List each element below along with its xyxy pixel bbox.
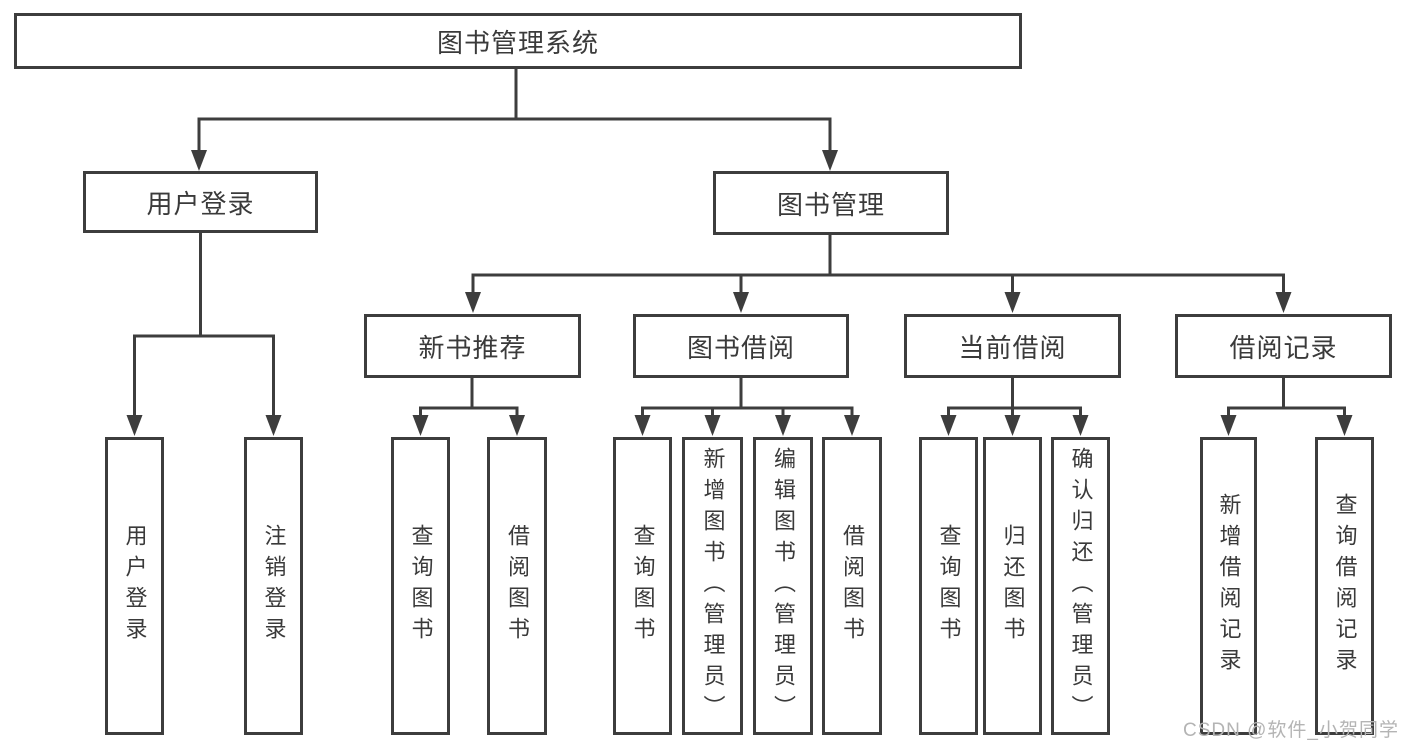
leaf-user-login-label: 用户登录 (122, 524, 148, 648)
node-new-book-recommendation: 新书推荐 (364, 314, 581, 378)
node-book-management-branch: 图书管理 (713, 171, 949, 235)
leaf-return-books: 归还图书 (983, 437, 1042, 735)
leaf-edit-books-admin: 编辑图书（管理员） (753, 437, 813, 735)
leaf-query-books-current: 查询图书 (919, 437, 978, 735)
leaf-query-books-current-label: 查询图书 (936, 524, 962, 648)
leaf-borrow-books-recommendation-label: 借阅图书 (505, 524, 530, 648)
leaf-user-login: 用户登录 (105, 437, 164, 735)
leaf-query-borrow-record-label: 查询借阅记录 (1332, 493, 1358, 679)
leaf-confirm-return-admin-label: 确认归还（管理员） (1068, 446, 1094, 726)
leaf-query-borrow-record: 查询借阅记录 (1315, 437, 1374, 735)
leaf-add-borrow-record: 新增借阅记录 (1200, 437, 1257, 735)
leaf-add-books-admin: 新增图书（管理员） (682, 437, 743, 735)
leaf-borrow-books-recommendation: 借阅图书 (487, 437, 547, 735)
node-library-system: 图书管理系统 (14, 13, 1022, 69)
node-current-borrowing: 当前借阅 (904, 314, 1121, 378)
leaf-borrow-books-borrowing: 借阅图书 (822, 437, 882, 735)
leaf-logout: 注销登录 (244, 437, 303, 735)
watermark-text: CSDN @软件_小贺同学 (1183, 720, 1399, 741)
leaf-logout-label: 注销登录 (261, 524, 287, 648)
leaf-add-books-admin-label: 新增图书（管理员） (700, 446, 726, 726)
node-user-login-branch: 用户登录 (83, 171, 318, 233)
leaf-edit-books-admin-label: 编辑图书（管理员） (771, 446, 796, 726)
leaf-query-books-borrowing-label: 查询图书 (630, 524, 656, 648)
leaf-add-borrow-record-label: 新增借阅记录 (1216, 493, 1242, 679)
leaf-confirm-return-admin: 确认归还（管理员） (1051, 437, 1110, 735)
node-borrowing-records: 借阅记录 (1175, 314, 1392, 378)
leaf-borrow-books-borrowing-label: 借阅图书 (840, 524, 865, 648)
leaf-query-books-borrowing: 查询图书 (613, 437, 672, 735)
node-book-borrowing: 图书借阅 (633, 314, 849, 378)
leaf-query-books-recommendation-label: 查询图书 (408, 524, 434, 648)
leaf-return-books-label: 归还图书 (1000, 524, 1026, 648)
leaf-query-books-recommendation: 查询图书 (391, 437, 450, 735)
